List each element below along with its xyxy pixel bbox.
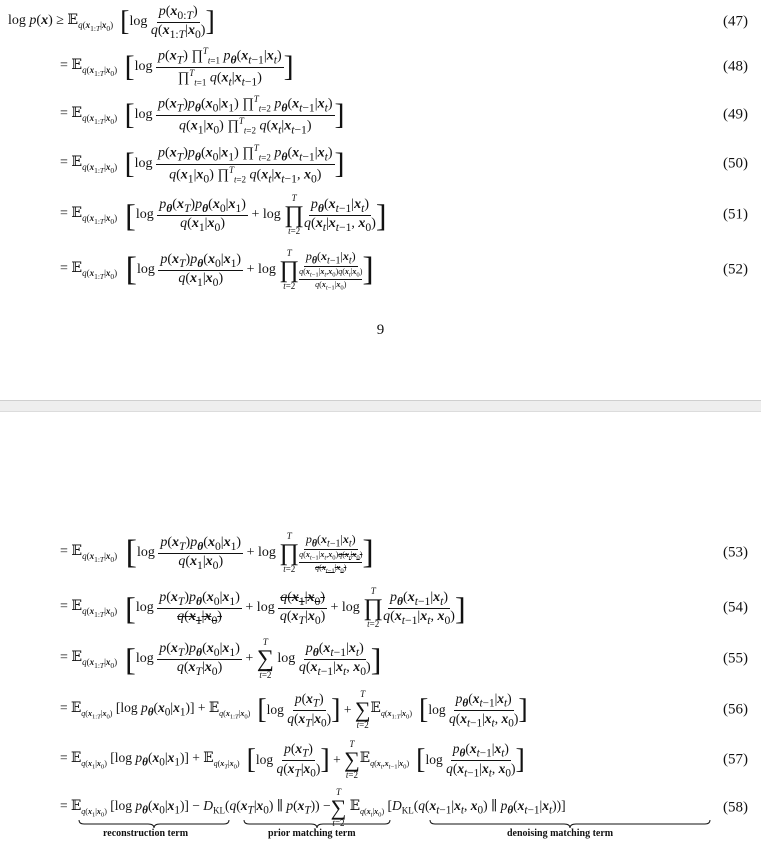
- equation-body: = 𝔼q(x1:T|x0) [ log pθ(xT)pθ(x0|x1) q(x1…: [60, 193, 387, 236]
- denoising-matching-term-label: denoising matching term: [507, 828, 614, 839]
- equation-body: = 𝔼q(x1|x0) [log pθ(x0|x1)] + 𝔼q(xT|x0) …: [60, 739, 525, 780]
- equation-row: log p(x) ≥ 𝔼q(x1:T|x0) [ log p(x0:T) q(x…: [0, 2, 761, 42]
- equation-body: = 𝔼q(x1:T|x0) [ log p(xT)pθ(x0|x1) q(xT|…: [60, 637, 382, 680]
- underbrace-reconstruction: [78, 820, 230, 828]
- underbrace-denoising: [429, 820, 711, 828]
- equation-number: (54): [723, 599, 748, 616]
- equation-row: = 𝔼q(x1:T|x0) [ log pθ(xT)pθ(x0|x1) q(x1…: [0, 190, 761, 240]
- underbrace-prior: [243, 820, 391, 828]
- equation-row: = 𝔼q(x1:T|x0) [ log p(xT)pθ(x0|x1) ∏Tt=2…: [0, 140, 761, 188]
- equation-number: (56): [723, 701, 748, 718]
- page-number: 9: [376, 322, 385, 338]
- equation-number: (48): [723, 58, 748, 75]
- equation-body: = 𝔼q(x1:T|x0) [ log p(xT)pθ(x0|x1) q(x1|…: [60, 531, 374, 575]
- equation-body: = 𝔼q(x1:T|x0) [log pθ(x0|x1)] + 𝔼q(x1:T|…: [60, 689, 528, 730]
- equation-number: (47): [723, 13, 748, 30]
- equation-body: = 𝔼q(x1:T|x0) [ log p(xT)pθ(x0|x1) ∏Tt=2…: [60, 143, 345, 185]
- page-separator: [0, 400, 761, 412]
- page-lower: [0, 412, 761, 848]
- prior-matching-term-label: prior matching term: [268, 828, 356, 839]
- underbrace-labels: reconstruction term prior matching term …: [0, 828, 761, 842]
- equation-number: (49): [723, 106, 748, 123]
- equation-number: (51): [723, 206, 748, 223]
- reconstruction-term-label: reconstruction term: [103, 828, 189, 839]
- equation-number: (58): [723, 799, 748, 816]
- equation-number: (53): [723, 544, 748, 561]
- equation-row: = 𝔼q(x1:T|x0) [ log p(xT)pθ(x0|x1) ∏Tt=2…: [0, 92, 761, 138]
- equation-number: (50): [723, 155, 748, 172]
- equation-number: (57): [723, 751, 748, 768]
- equation-body: = 𝔼q(x1:T|x0) [ log p(xT)pθ(x0|x1) q(x1|…: [60, 586, 466, 629]
- equation-row: = 𝔼q(x1|x0) [log pθ(x0|x1)] + 𝔼q(xT|x0) …: [0, 736, 761, 784]
- equation-row: = 𝔼q(x1:T|x0) [ log p(xT)pθ(x0|x1) q(x1|…: [0, 584, 761, 632]
- equation-row: = 𝔼q(x1:T|x0) [ log p(xT)pθ(x0|x1) q(xT|…: [0, 634, 761, 684]
- equation-row: = 𝔼q(x1:T|x0) [ log p(xT) ∏Tt=1 pθ(xt−1|…: [0, 44, 761, 90]
- equation-body: log p(x) ≥ 𝔼q(x1:T|x0) [ log p(x0:T) q(x…: [8, 3, 215, 41]
- equation-body: = 𝔼q(x1:T|x0) [ log p(xT)pθ(x0|x1) ∏Tt=2…: [60, 94, 345, 136]
- equation-number: (55): [723, 650, 748, 667]
- equation-row: = 𝔼q(x1:T|x0) [ log p(xT)pθ(x0|x1) q(x1|…: [0, 242, 761, 298]
- equation-row: = 𝔼q(x1:T|x0) [log pθ(x0|x1)] + 𝔼q(x1:T|…: [0, 686, 761, 734]
- equation-row: = 𝔼q(x1|x0) [log pθ(x0|x1)] − DKL(q(xT|x…: [0, 788, 761, 828]
- page-upper: [0, 0, 761, 400]
- equation-body: = 𝔼q(x1:T|x0) [ log p(xT) ∏Tt=1 pθ(xt−1|…: [60, 46, 294, 88]
- equation-row: = 𝔼q(x1:T|x0) [ log p(xT)pθ(x0|x1) q(x1|…: [0, 524, 761, 582]
- equation-number: (52): [723, 261, 748, 278]
- equation-body: = 𝔼q(x1:T|x0) [ log p(xT)pθ(x0|x1) q(x1|…: [60, 248, 374, 292]
- equation-body: = 𝔼q(x1|x0) [log pθ(x0|x1)] − DKL(q(xT|x…: [60, 787, 566, 828]
